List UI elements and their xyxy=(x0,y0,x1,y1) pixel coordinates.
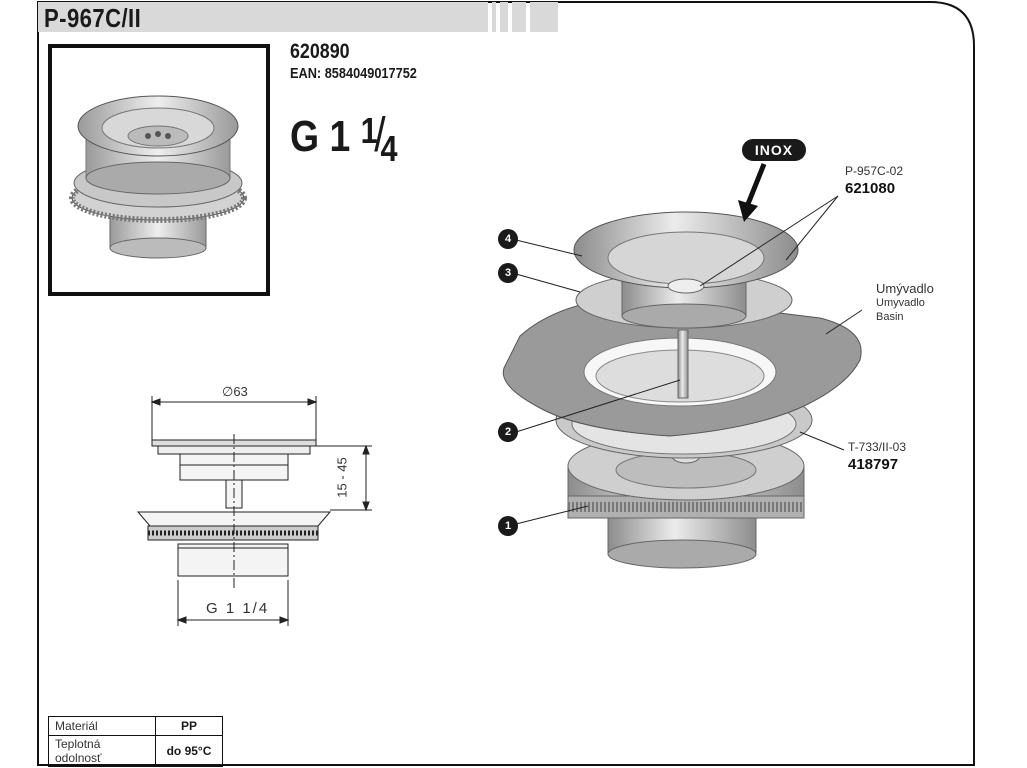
header-stripe xyxy=(500,2,508,32)
part-top-code: P-957C-02 xyxy=(845,164,904,178)
thread-main: G 1 xyxy=(290,112,351,161)
ean-code: EAN: 8584049017752 xyxy=(290,65,417,82)
part-bottom-code: T-733/II-03 xyxy=(848,440,907,454)
thread-numerator: 1 xyxy=(360,110,378,151)
spec-key: Teplotná odolnosť xyxy=(48,735,156,767)
thread-size: G 1 1/4 xyxy=(290,108,398,169)
thread-dimension-label: G 1 1/4 xyxy=(206,600,270,617)
callout-1: 1 xyxy=(498,516,518,536)
product-code: 620890 xyxy=(290,40,350,63)
callout-2: 2 xyxy=(498,422,518,442)
product-title: P-967C/II xyxy=(44,3,142,33)
basin-label-sk: Umyvadlo xyxy=(876,297,925,309)
table-row: Materiál PP xyxy=(48,716,223,736)
spec-value: do 95°C xyxy=(155,735,223,767)
part-strainer xyxy=(573,211,799,329)
header-stripe xyxy=(512,2,526,32)
callout-3: 3 xyxy=(498,263,518,283)
product-thumbnail xyxy=(48,44,270,296)
basin-label-cz: Umývadlo xyxy=(876,281,934,296)
header-stripe xyxy=(530,2,558,32)
part-bottom-number: 418797 xyxy=(848,456,899,473)
thread-slash: / xyxy=(374,109,386,162)
diameter-label: ∅63 xyxy=(222,384,248,399)
callout-4: 4 xyxy=(498,229,518,249)
table-row: Teplotná odolnosť do 95°C xyxy=(48,735,223,767)
inox-badge: INOX xyxy=(742,139,806,161)
spec-table: Materiál PP Teplotná odolnosť do 95°C xyxy=(48,716,223,767)
basin-label-en: Basin xyxy=(876,311,904,323)
header-stripe xyxy=(492,2,496,32)
thread-denominator: 4 xyxy=(380,128,398,169)
spec-value: PP xyxy=(155,716,223,736)
part-top-number: 621080 xyxy=(845,180,896,197)
spec-key: Materiál xyxy=(48,716,156,736)
header-bar xyxy=(38,2,488,32)
thumbnail-drawing xyxy=(69,95,247,259)
